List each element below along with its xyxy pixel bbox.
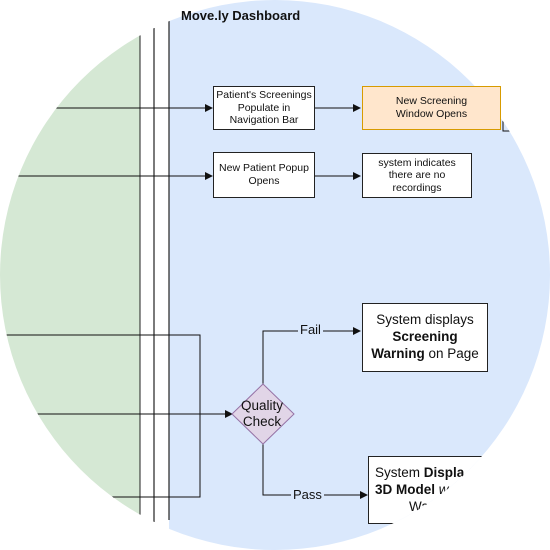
dashboard-title: Move.ly Dashboard — [181, 8, 301, 23]
node-label: New Screening Window Opens — [395, 95, 468, 120]
pass-connector — [262, 444, 368, 499]
quality-check-label: Quality Check — [240, 398, 284, 429]
connector — [502, 118, 512, 132]
node-label: System displays Screening Warning on Pag… — [371, 312, 479, 361]
fail-connector — [262, 327, 361, 384]
quality-check-diamond — [231, 383, 295, 445]
node-label: system indicates there are no recordings — [378, 156, 456, 194]
node-label: Patient's Screenings Populate in Navigat… — [216, 89, 312, 127]
node-label: New Patient Popup Opens — [219, 162, 309, 187]
screenings-populate-node: Patient's Screenings Populate in Navigat… — [213, 86, 315, 130]
pass-edge-label: Pass — [291, 487, 324, 503]
blue-swimlane — [169, 0, 550, 550]
green-swimlane — [0, 0, 140, 550]
new-screening-window-node: New Screening Window Opens — [362, 86, 501, 130]
screening-warning-node: System displays Screening Warning on Pag… — [362, 303, 488, 372]
fail-edge-label: Fail — [298, 322, 323, 338]
new-patient-popup-node: New Patient Popup Opens — [213, 152, 315, 198]
no-recordings-node: system indicates there are no recordings — [362, 153, 472, 198]
